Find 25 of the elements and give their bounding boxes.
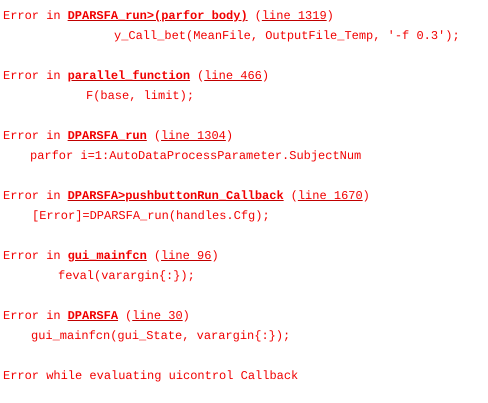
line-link: (line 466) xyxy=(197,68,270,84)
code-line: feval(varargin{:}); xyxy=(58,269,195,283)
function-link: DPARSFA_run xyxy=(68,128,147,144)
line-link: (line 96) xyxy=(154,248,219,264)
error-text: Error in xyxy=(3,308,61,324)
code-line: y_Call_bet(MeanFile, OutputFile_Temp, '-f 0.3'); xyxy=(114,29,460,43)
code-line: [Error]=DPARSFA_run(handles.Cfg); xyxy=(32,209,270,223)
line-link: (line 1319) xyxy=(254,8,334,24)
error-text: Error in xyxy=(3,248,61,264)
line-link: (line 1304) xyxy=(154,128,234,144)
line-link: (line 30) xyxy=(125,308,190,324)
function-link: DPARSFA_run>(parfor body) xyxy=(68,8,248,24)
error-text: Error while evaluating uicontrol Callback xyxy=(3,369,298,383)
function-link: gui_mainfcn xyxy=(68,248,147,264)
line-link: (line 1670) xyxy=(290,188,370,204)
error-text: Error in xyxy=(3,68,61,84)
code-line: gui_mainfcn(gui_State, varargin{:}); xyxy=(31,329,290,343)
error-text: Error in xyxy=(3,8,61,24)
function-link: DPARSFA xyxy=(68,308,118,324)
error-text: Error in xyxy=(3,128,61,144)
code-line: parfor i=1:AutoDataProcessParameter.SubjectNum xyxy=(30,149,362,163)
function-link: DPARSFA>pushbuttonRun_Callback xyxy=(68,188,284,204)
function-link: parallel_function xyxy=(68,68,190,84)
error-text: Error in xyxy=(3,188,61,204)
code-line: F(base, limit); xyxy=(86,89,194,103)
